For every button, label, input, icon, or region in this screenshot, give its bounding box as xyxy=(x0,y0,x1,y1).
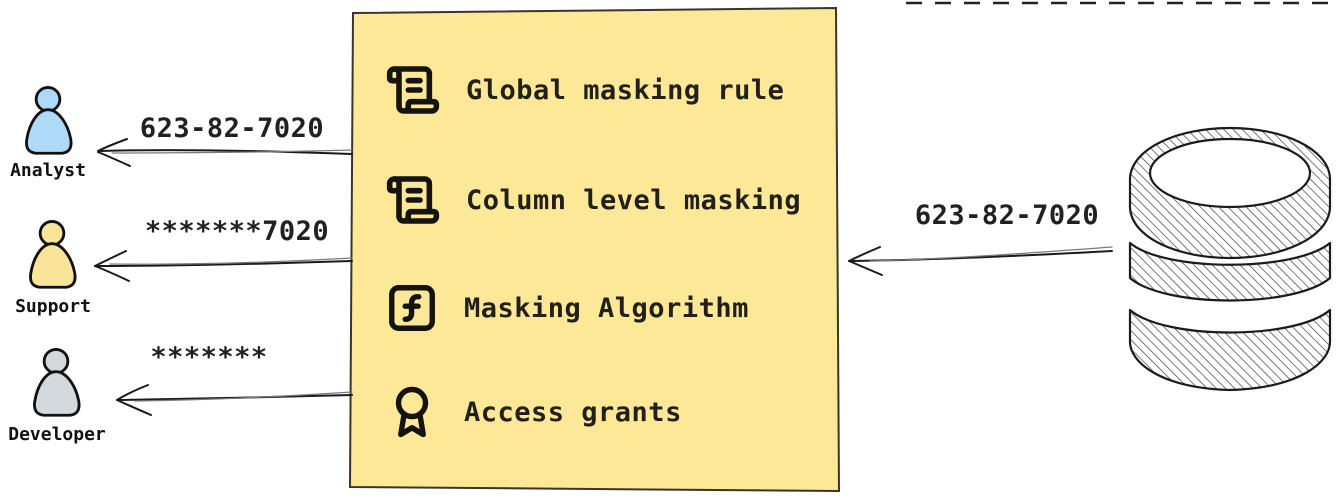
box-item-global-masking-rule: Global masking rule xyxy=(385,60,784,120)
box-item-column-level-masking: Column level masking xyxy=(385,170,801,230)
box-item-label: Global masking rule xyxy=(466,74,785,106)
database-icon xyxy=(1128,126,1332,392)
support-value-label: *******7020 xyxy=(144,216,330,247)
masking-box: Global masking rule Column level masking… xyxy=(352,10,838,492)
person-icon xyxy=(25,86,73,155)
box-item-label: Masking Algorithm xyxy=(464,292,749,324)
scroll-text-icon xyxy=(386,66,440,114)
arrow-to-developer-icon xyxy=(116,384,353,416)
box-item-label: Access grants xyxy=(464,396,682,428)
database-value-label: 623-82-7020 xyxy=(914,200,1100,231)
scroll-text-icon xyxy=(386,176,440,224)
persona-support-label: Support xyxy=(15,296,91,317)
arrow-db-to-box-icon xyxy=(848,246,1113,276)
box-item-label: Column level masking xyxy=(466,184,802,216)
persona-developer-label: Developer xyxy=(8,424,106,445)
function-square-icon xyxy=(389,285,435,331)
box-item-access-grants: Access grants xyxy=(385,382,682,442)
arrow-to-support-icon xyxy=(94,250,353,282)
persona-support xyxy=(22,220,82,292)
person-icon xyxy=(33,348,81,417)
developer-value-label: ******* xyxy=(150,342,268,373)
masking-box-shape xyxy=(348,6,841,493)
persona-developer xyxy=(26,348,86,420)
person-icon xyxy=(29,220,77,289)
persona-analyst xyxy=(18,86,78,158)
analyst-value-label: 623-82-7020 xyxy=(139,113,325,144)
persona-analyst-label: Analyst xyxy=(10,160,86,181)
arrow-to-analyst-icon xyxy=(97,138,353,167)
box-item-masking-algorithm: Masking Algorithm xyxy=(385,278,749,338)
award-icon xyxy=(395,386,429,438)
